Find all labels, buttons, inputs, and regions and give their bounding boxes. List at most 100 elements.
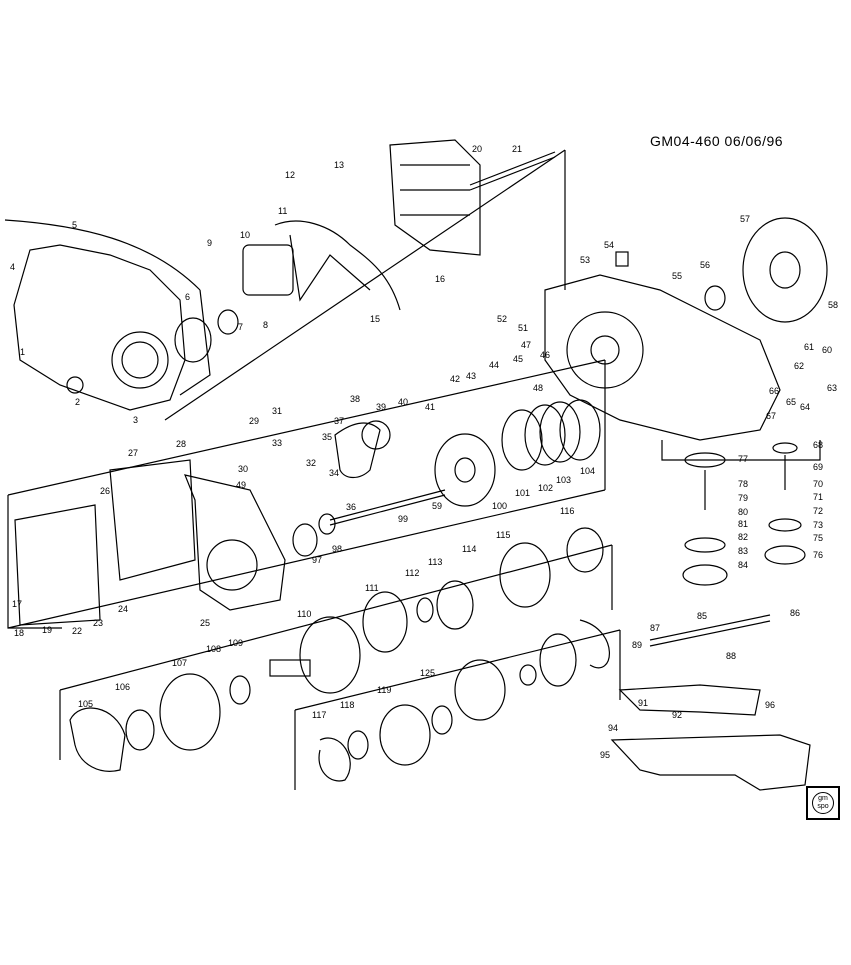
callout-79: 79: [738, 493, 748, 503]
drum-102: [159, 673, 221, 751]
frame-lower-diagonal: [294, 629, 621, 711]
callout-28: 28: [176, 439, 186, 449]
washer-113: [347, 730, 369, 760]
callout-20: 20: [472, 144, 482, 154]
callout-103: 103: [556, 475, 571, 485]
callout-42: 42: [450, 374, 460, 384]
plug-52: [615, 251, 629, 267]
callout-72: 72: [813, 506, 823, 516]
callout-108: 108: [206, 644, 221, 654]
callout-102: 102: [538, 483, 553, 493]
callout-31: 31: [272, 406, 282, 416]
callout-84: 84: [738, 560, 748, 570]
callout-55: 55: [672, 271, 682, 281]
ring-gear-118: [539, 633, 577, 687]
transmission-case: [544, 274, 781, 441]
callout-7: 7: [238, 322, 243, 332]
spacer-plate: [14, 504, 101, 626]
callout-86: 86: [790, 608, 800, 618]
ring-104: [229, 675, 251, 705]
callout-119: 119: [377, 685, 391, 695]
callout-62: 62: [794, 361, 804, 371]
servo-66: [772, 442, 798, 454]
filter-85: [618, 684, 761, 716]
callout-57: 57: [740, 214, 750, 224]
drum-106: [362, 591, 408, 653]
ring-107: [416, 597, 434, 623]
callout-64: 64: [800, 402, 810, 412]
band-111: [566, 527, 604, 573]
callout-89: 89: [632, 640, 642, 650]
callout-44: 44: [489, 360, 499, 370]
callout-15: 15: [370, 314, 380, 324]
callout-105: 105: [78, 699, 93, 709]
callout-99: 99: [398, 514, 408, 524]
callout-95: 95: [600, 750, 610, 760]
callout-91: 91: [638, 698, 648, 708]
differential-116: [454, 659, 506, 721]
seal-6: [174, 317, 212, 363]
oring-7: [217, 309, 239, 335]
callout-24: 24: [118, 604, 128, 614]
callout-83: 83: [738, 546, 748, 556]
callout-58: 58: [828, 300, 838, 310]
callout-18: 18: [14, 628, 24, 638]
carrier-114: [379, 704, 431, 766]
callout-100: 100: [492, 501, 507, 511]
callout-107: 107: [172, 658, 187, 668]
callout-85: 85: [697, 611, 707, 621]
clutch-97: [524, 404, 566, 466]
callout-111: 111: [365, 583, 379, 593]
callout-34: 34: [329, 468, 339, 478]
callout-112: 112: [405, 568, 419, 578]
callout-59: 59: [432, 501, 442, 511]
callout-78: 78: [738, 479, 748, 489]
callout-69: 69: [813, 462, 823, 472]
callout-101: 101: [515, 488, 530, 498]
gasket-5: [4, 219, 201, 291]
callout-38: 38: [350, 394, 360, 404]
callout-39: 39: [376, 402, 386, 412]
frame-upper-diagonal: [7, 359, 606, 496]
callout-80: 80: [738, 507, 748, 517]
callout-114: 114: [462, 544, 476, 554]
callout-53: 53: [580, 255, 590, 265]
callout-104: 104: [580, 466, 595, 476]
sun-gear-105: [299, 616, 361, 694]
callout-9: 9: [207, 238, 212, 248]
callout-113: 113: [428, 557, 442, 567]
callout-37: 37: [334, 416, 344, 426]
seal-2: [66, 376, 84, 394]
callout-41: 41: [425, 402, 435, 412]
callout-118: 118: [340, 700, 354, 710]
callout-71: 71: [813, 492, 823, 502]
clutch-99: [559, 399, 601, 461]
bearing-115: [431, 705, 453, 735]
callout-12: 12: [285, 170, 295, 180]
channel-plate: [109, 459, 196, 581]
callout-1: 1: [20, 347, 25, 357]
housing-110: [499, 542, 551, 608]
callout-115: 115: [496, 530, 510, 540]
callout-81: 81: [738, 519, 748, 529]
callout-36: 36: [346, 502, 356, 512]
snap-ring-119: [579, 619, 610, 669]
callout-87: 87: [650, 623, 660, 633]
callout-26: 26: [100, 486, 110, 496]
callout-2: 2: [75, 397, 80, 407]
callout-60: 60: [822, 345, 832, 355]
callout-40: 40: [398, 397, 408, 407]
sprocket-37: [361, 420, 391, 450]
callout-10: 10: [240, 230, 250, 240]
band-100: [69, 707, 126, 772]
shaft-105: [269, 659, 311, 677]
diagram-code: GM04-460 06/06/96: [650, 133, 784, 149]
gm-spo-logo: gm spo: [806, 786, 840, 820]
callout-49: 49: [236, 480, 246, 490]
callout-17: 17: [12, 599, 22, 609]
pump-95: [434, 433, 496, 507]
callout-82: 82: [738, 532, 748, 542]
callout-61: 61: [804, 342, 814, 352]
